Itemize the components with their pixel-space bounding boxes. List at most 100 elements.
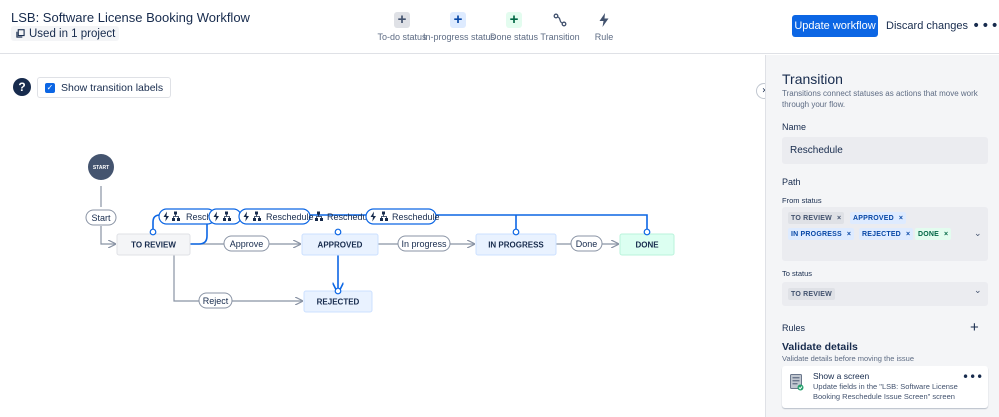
hierarchy-icon: [223, 211, 231, 221]
rule-group-description: Validate details before moving the issue: [782, 354, 915, 363]
transition-label-reschedule[interactable]: Resche: [158, 208, 217, 225]
transition-label-reschedule[interactable]: Reschedule: [365, 208, 440, 225]
rule-more-button[interactable]: •••: [962, 370, 984, 384]
status-node-label: APPROVED: [318, 241, 363, 250]
remove-icon[interactable]: ×: [898, 214, 904, 222]
add-inprogress-status-tool[interactable]: + In-progress status: [423, 12, 495, 43]
from-status-label: From status: [782, 196, 822, 205]
transition-label-text: Reschedule: [266, 212, 314, 222]
transition-label-start[interactable]: Start: [85, 209, 117, 226]
hierarchy-icon: [172, 211, 180, 221]
transition-label-text: Approve: [230, 239, 264, 249]
transition-label-text: Start: [91, 213, 111, 223]
update-workflow-button[interactable]: Update workflow: [792, 15, 878, 37]
chip-label: TO REVIEW: [791, 214, 832, 222]
add-rule-tool[interactable]: Rule: [569, 12, 639, 42]
used-in-projects-badge[interactable]: Used in 1 project: [11, 26, 120, 41]
transition-label-reject[interactable]: Reject: [198, 292, 233, 309]
used-in-projects-text: Used in 1 project: [29, 27, 116, 40]
tool-label: Done status: [489, 32, 539, 42]
hierarchy-icon: [315, 211, 323, 221]
add-done-status-tool[interactable]: + Done status: [479, 12, 549, 43]
from-status-chip: REJECTED ×: [859, 228, 914, 240]
workflow-header: LSB: Software License Booking Workflow U…: [0, 0, 999, 54]
from-status-chip: DONE ×: [915, 228, 952, 240]
transition-details-panel: Transition Transitions connect statuses …: [765, 55, 999, 417]
remove-icon[interactable]: ×: [846, 230, 852, 238]
plus-icon: +: [506, 12, 522, 28]
panel-title: Transition: [782, 71, 843, 87]
lightning-icon: [596, 12, 612, 28]
status-node-label: DONE: [635, 241, 659, 250]
remove-icon[interactable]: ×: [836, 214, 842, 222]
plus-icon: +: [394, 12, 410, 28]
status-node-label: REJECTED: [317, 298, 360, 307]
checkbox-checked-icon[interactable]: ✓: [45, 82, 55, 93]
tool-label: Transition: [540, 32, 580, 42]
path-label: Path: [782, 177, 801, 187]
tool-label: Rule: [594, 32, 614, 42]
copy-icon: [16, 29, 25, 38]
to-status-chip: TO REVIEW: [788, 288, 835, 300]
status-node-to-review[interactable]: TO REVIEW: [116, 233, 191, 256]
panel-description: Transitions connect statuses as actions …: [782, 89, 978, 109]
transition-label-text: Reschedule: [327, 212, 375, 222]
transition-label-in-progress[interactable]: In progress: [397, 235, 451, 252]
transition-label-approve[interactable]: Approve: [223, 235, 270, 252]
transition-label-done[interactable]: Done: [570, 235, 603, 252]
chevron-down-icon[interactable]: ⌄: [974, 229, 982, 239]
connection-handles[interactable]: [149, 228, 651, 295]
lightning-icon: [243, 211, 249, 222]
status-node-done[interactable]: DONE: [619, 233, 675, 256]
add-rule-button[interactable]: +: [970, 319, 979, 336]
start-node[interactable]: START: [88, 154, 114, 180]
transition-label-reschedule: Reschedule: [315, 211, 375, 222]
hierarchy-icon: [253, 211, 261, 221]
remove-icon[interactable]: ×: [905, 230, 911, 238]
rule-card-show-screen[interactable]: Show a screen Update fields in the "LSB:…: [782, 366, 988, 408]
workflow-canvas[interactable]: ? ✓ Show transition labels: [0, 55, 765, 417]
selected-transition-lines: [152, 214, 648, 292]
transition-label-reschedule[interactable]: Reschedule: [238, 208, 314, 225]
chip-label: REJECTED: [862, 230, 901, 238]
chip-label: TO REVIEW: [791, 290, 832, 298]
transition-label-text: Reject: [203, 296, 229, 306]
show-transition-labels-toggle[interactable]: ✓ Show transition labels: [37, 77, 172, 98]
show-transition-labels-text: Show transition labels: [61, 81, 164, 94]
remove-icon[interactable]: ×: [944, 230, 949, 238]
from-status-select[interactable]: TO REVIEW× APPROVED× IN PROGRESS× REJECT…: [782, 207, 988, 261]
chip-label: IN PROGRESS: [791, 230, 842, 238]
transition-icon: [552, 12, 568, 28]
chip-label: APPROVED: [853, 214, 894, 222]
to-status-label: To status: [782, 269, 813, 278]
workflow-diagram[interactable]: Start Approve In progress Done Reject Re…: [0, 55, 765, 417]
transition-label-text: Reschedule: [392, 212, 440, 222]
help-icon[interactable]: ?: [13, 78, 31, 96]
more-actions-button[interactable]: •••: [972, 15, 999, 37]
hierarchy-icon: [380, 211, 388, 221]
plus-icon: +: [450, 12, 466, 28]
transition-label-text: In progress: [401, 239, 447, 249]
transition-name-input[interactable]: Reschedule: [782, 137, 988, 164]
rule-description: Update fields in the "LSB: Software Lice…: [813, 382, 958, 401]
status-node-in-progress[interactable]: IN PROGRESS: [475, 233, 557, 256]
add-todo-status-tool[interactable]: + To-do status: [367, 12, 437, 43]
transition-label-text: Resche: [186, 212, 217, 222]
transition-label-reschedule-icons[interactable]: [208, 208, 242, 225]
discard-changes-button[interactable]: Discard changes: [886, 15, 968, 37]
name-label: Name: [782, 122, 807, 132]
from-status-chip: TO REVIEW ×: [788, 212, 845, 224]
lightning-icon: [163, 211, 169, 222]
start-node-label: START: [93, 165, 109, 171]
chip-label: DONE: [918, 230, 940, 238]
to-status-select[interactable]: TO REVIEW ⌄: [782, 282, 988, 306]
add-transition-tool[interactable]: Transition: [525, 12, 595, 42]
status-node-rejected[interactable]: REJECTED: [303, 290, 373, 313]
tool-label: To-do status: [377, 32, 427, 42]
from-status-chip: APPROVED ×: [850, 212, 907, 224]
status-node-approved[interactable]: APPROVED: [301, 233, 379, 256]
status-node-label: TO REVIEW: [131, 241, 176, 250]
transition-label-text: Done: [576, 239, 598, 249]
chevron-down-icon[interactable]: ⌄: [974, 286, 982, 296]
lightning-icon: [213, 211, 219, 222]
